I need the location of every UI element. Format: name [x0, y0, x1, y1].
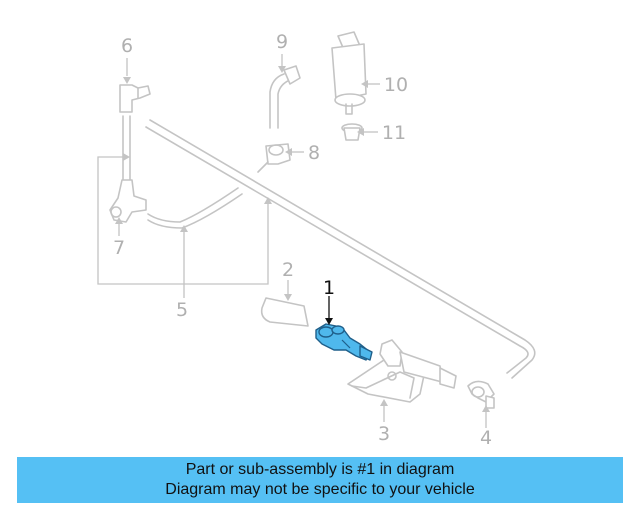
- callout-8: 8: [308, 142, 320, 164]
- part-5-hose: [147, 187, 243, 229]
- part-8-connector: [257, 143, 291, 173]
- part-10-washer-pump: [331, 31, 367, 115]
- callout-11: 11: [382, 122, 406, 144]
- info-banner: Part or sub-assembly is #1 in diagram Di…: [17, 457, 623, 503]
- callout-2: 2: [282, 259, 294, 281]
- callout-4: 4: [480, 427, 492, 449]
- part-11-grommet: [341, 123, 363, 141]
- banner-line-disclaimer: Diagram may not be specific to your vehi…: [165, 481, 475, 498]
- part-1-highlighted-nozzle[interactable]: [315, 323, 373, 361]
- vertical-hose-left: [122, 115, 131, 181]
- main-hose: [145, 119, 536, 379]
- leader-lines: [97, 54, 487, 428]
- part-4-nozzle-elbow: [467, 380, 495, 409]
- callout-9: 9: [276, 31, 288, 53]
- callout-3: 3: [378, 423, 390, 445]
- callout-5: 5: [176, 299, 188, 321]
- banner-line-part-number: Part or sub-assembly is #1 in diagram: [185, 461, 455, 478]
- part-7-tee-connector: [109, 179, 147, 223]
- part-6-elbow-connector: [119, 84, 151, 113]
- callout-7: 7: [113, 237, 125, 259]
- callout-1[interactable]: 1: [323, 277, 335, 299]
- callout-10: 10: [384, 74, 408, 96]
- part-3-bracket-assembly: [347, 339, 457, 403]
- part-2-cover-cap: [260, 297, 309, 327]
- part-9-curved-tube: [269, 65, 301, 129]
- callout-6: 6: [121, 35, 133, 57]
- leader-arrowheads: [115, 66, 490, 412]
- callout-labels: 1 2 3 4 5 6 7 8 9 10 11: [113, 31, 492, 449]
